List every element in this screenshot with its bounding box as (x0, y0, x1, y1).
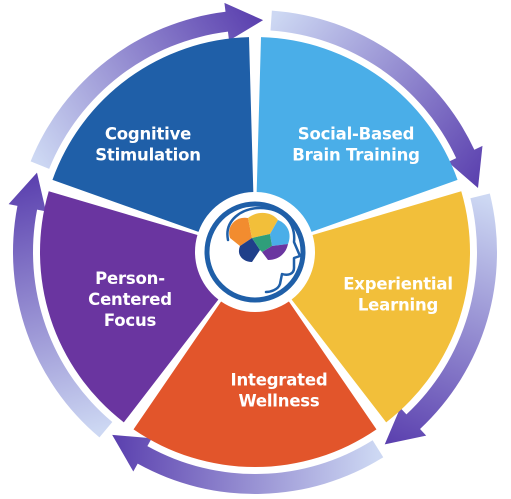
segment-label-line: Experiential (343, 275, 453, 294)
segment-wedges (39, 37, 470, 468)
segment-label-line: Stimulation (95, 146, 201, 165)
segment-label-line: Centered (88, 290, 172, 309)
segment-label-line: Brain Training (292, 146, 420, 165)
cycle-arrow-social (270, 10, 483, 189)
segment-label-line: Person- (95, 269, 165, 288)
center-emblem (204, 201, 306, 303)
brain-lobe-navy (238, 238, 260, 262)
cycle-arrow-person (8, 172, 113, 438)
cycle-arrows (8, 2, 497, 494)
segment-label-line: Wellness (238, 392, 319, 411)
segment-social (256, 37, 458, 232)
segment-person (39, 191, 219, 423)
segment-experiential (291, 191, 470, 423)
brain-lobe-green (252, 234, 272, 252)
head-profile-outline (226, 206, 302, 294)
segment-label-line: Cognitive (105, 125, 191, 144)
segment-label-line: Social-Based (298, 125, 414, 144)
cycle-arrow-wellness (112, 434, 384, 494)
brain-lobe-yellow (248, 212, 278, 238)
segment-label-line: Learning (358, 296, 438, 315)
brain-head-icon (226, 206, 302, 294)
cycle-arrow-experiential (384, 193, 497, 445)
segment-label-line: Integrated (231, 371, 328, 390)
brain-lobe-orange (229, 217, 252, 246)
segment-label-line: Focus (104, 311, 157, 330)
cycle-arrow-cognitive (30, 2, 264, 169)
brain-lobe-purple (262, 244, 288, 260)
segment-wellness (133, 301, 377, 468)
segment-cognitive (52, 37, 254, 232)
brain-lobe-blue (270, 220, 290, 246)
